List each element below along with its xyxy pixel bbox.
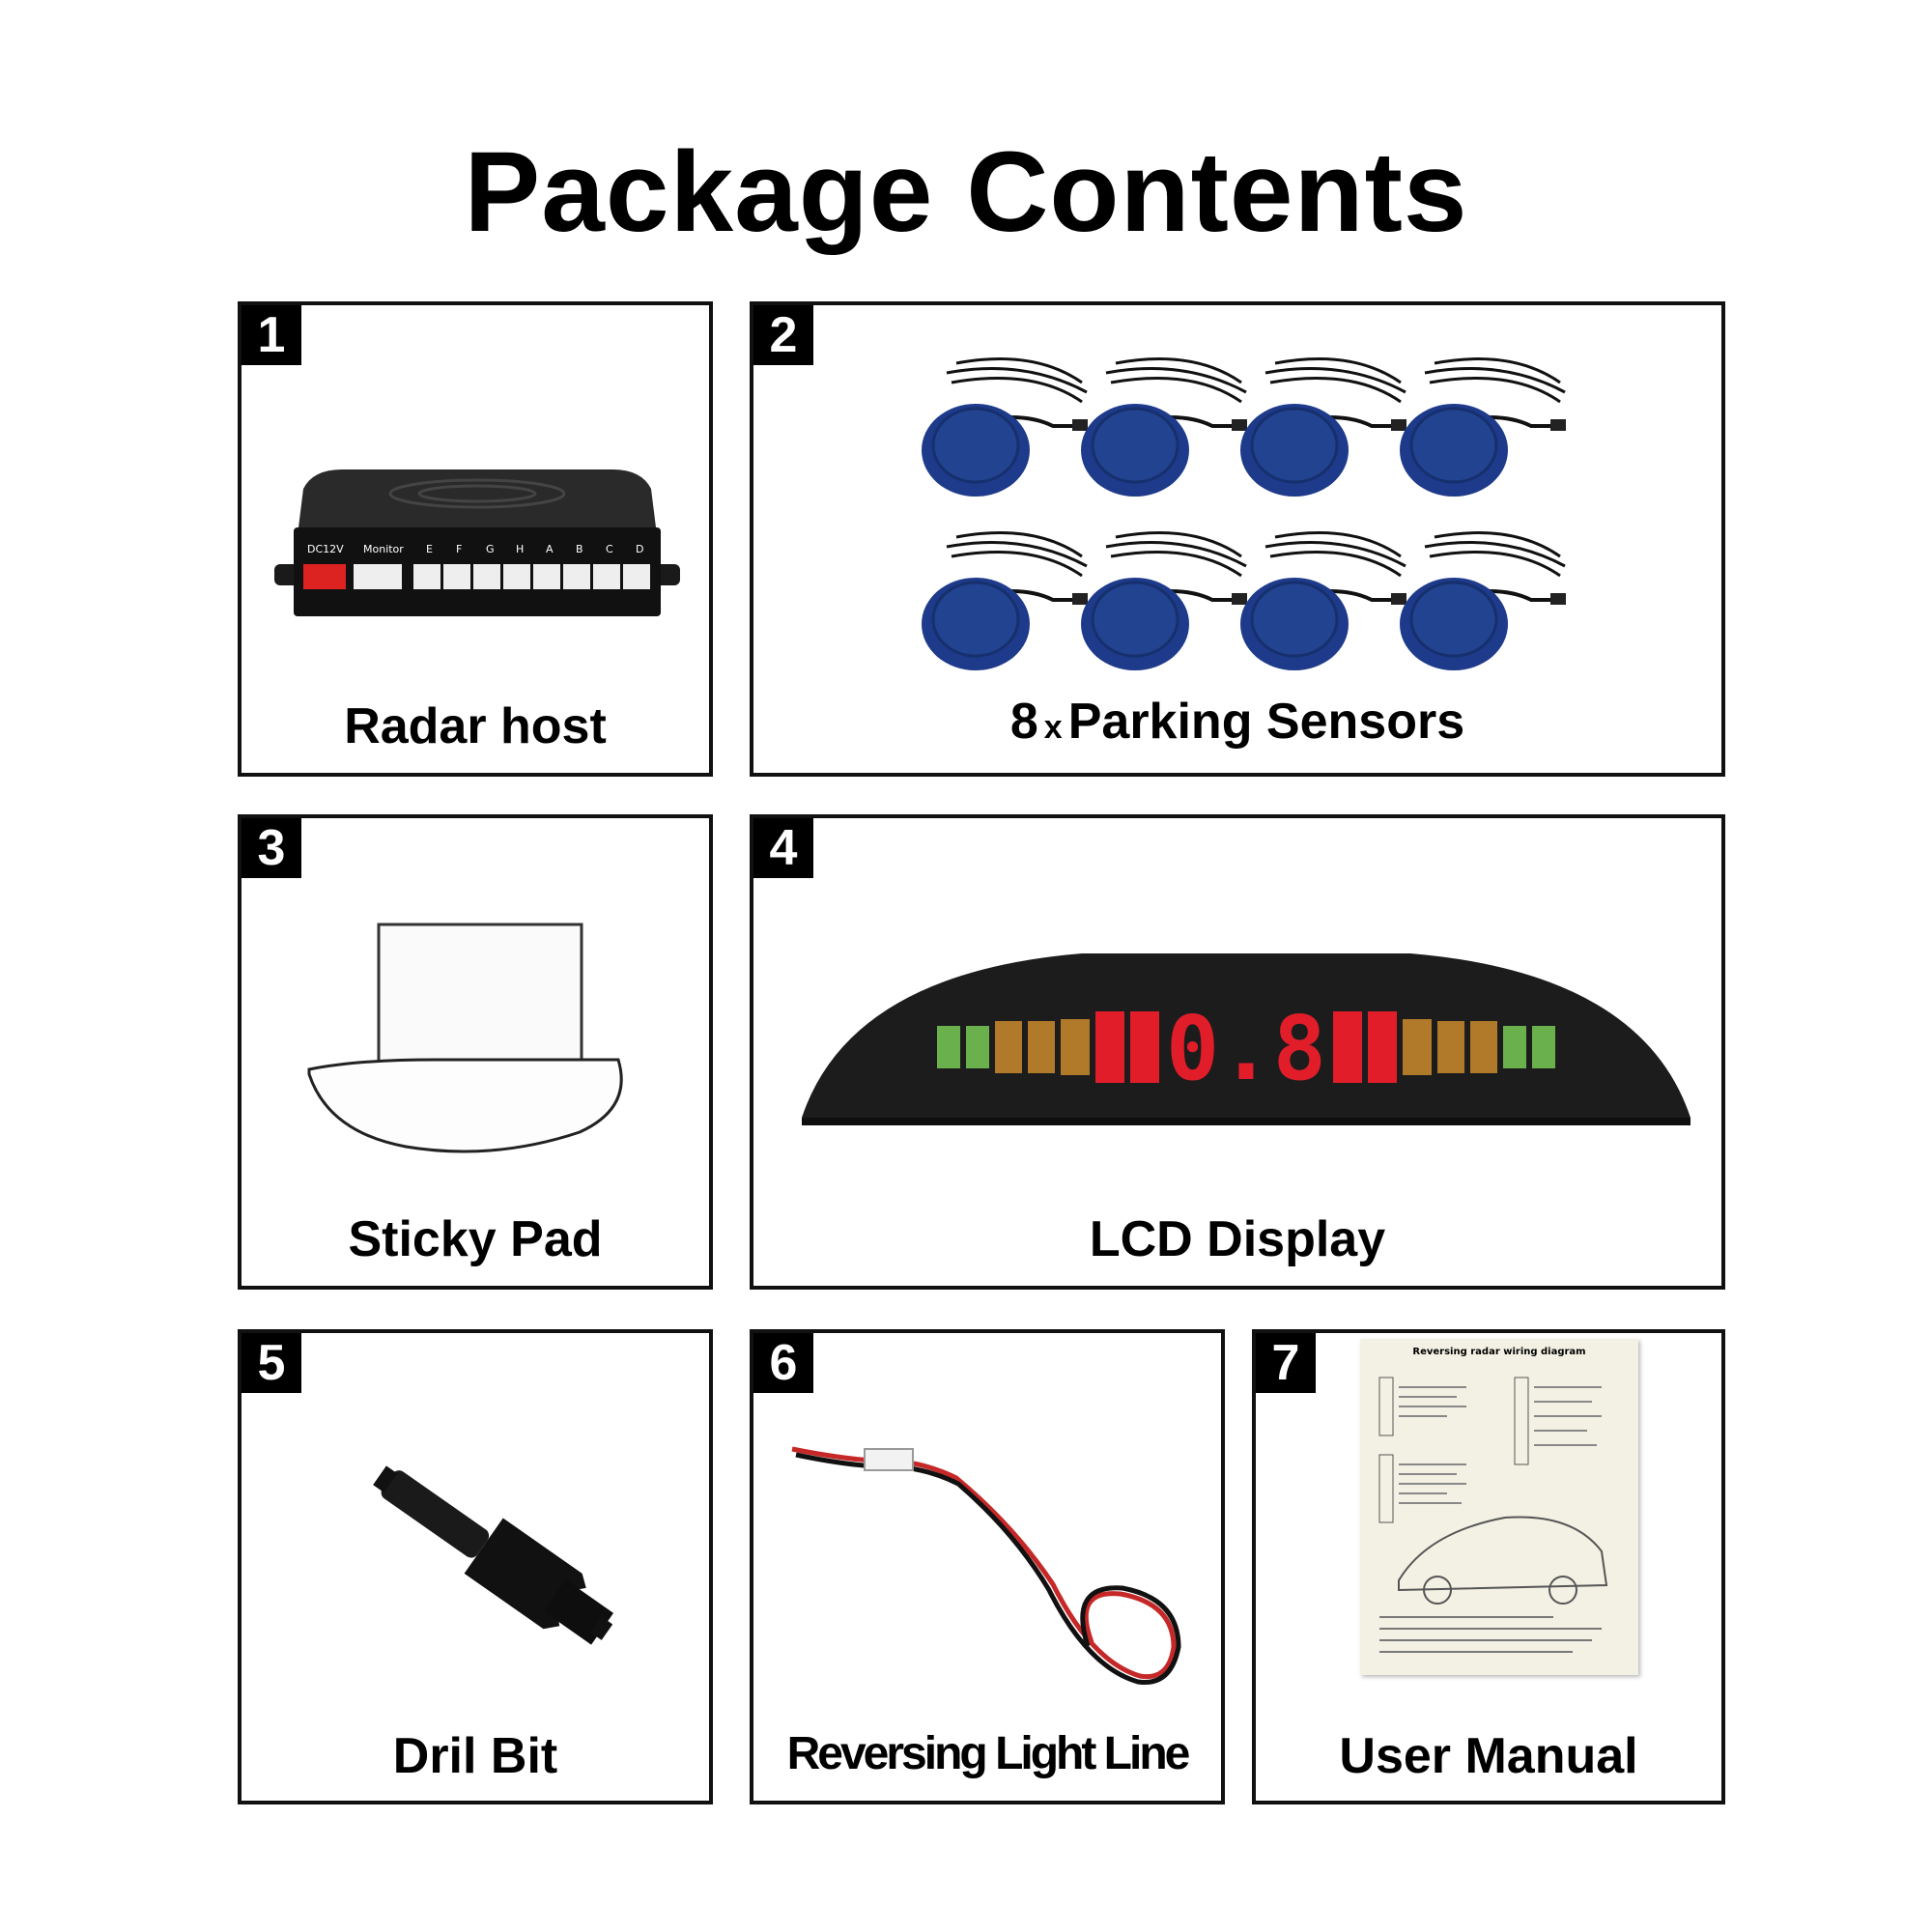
item-number: 1: [242, 305, 301, 365]
item-label: Dril Bit: [392, 1728, 558, 1784]
item-card-lcd-display: 4 0.8 LCD Display: [750, 814, 1725, 1290]
cable-icon: [791, 1446, 1181, 1686]
port-label-a: A: [546, 543, 554, 555]
port-label-dc12v: DC12V: [307, 543, 344, 555]
item-card-reversing-light-line: 6 Reversing Light Line: [750, 1329, 1225, 1804]
sensor-count: 8: [1009, 694, 1038, 750]
item-number: 2: [753, 305, 813, 365]
distance-bars-right: [1333, 1011, 1555, 1083]
port-label-d: D: [636, 543, 643, 555]
item-number: 3: [242, 818, 301, 878]
sensor-label: Parking Sensors: [1067, 694, 1465, 750]
sticky-pad-icon: [307, 923, 623, 1153]
parking-sensor-icon: [920, 356, 1568, 672]
port-label-e: E: [426, 543, 433, 555]
item-label: Reversing Light Line: [786, 1728, 1191, 1779]
item-label: User Manual: [1339, 1728, 1638, 1784]
port-label-monitor: Monitor: [363, 543, 404, 555]
item-card-radar-host: 1 DC12V Monitor E F G H A B C D Radar ho…: [238, 301, 713, 777]
manual-heading: Reversing radar wiring diagram: [1412, 1347, 1586, 1357]
port-label-h: H: [516, 543, 524, 555]
port-label-g: G: [486, 543, 495, 555]
lcd-display-icon: 0.8: [802, 953, 1690, 1125]
item-number: 4: [753, 818, 813, 878]
radar-host-icon: DC12V Monitor E F G H A B C D: [274, 469, 680, 616]
distance-reading: 0.8: [1166, 997, 1326, 1100]
item-number: 5: [242, 1333, 301, 1393]
drill-bit-icon: [373, 1465, 614, 1645]
multiply-sign: x: [1043, 709, 1063, 746]
port-label-c: C: [606, 543, 613, 555]
item-label: LCD Display: [1089, 1211, 1386, 1267]
distance-bars-left: [937, 1011, 1159, 1083]
item-card-drill-bit: 5 Dril Bit: [238, 1329, 713, 1804]
item-number: 6: [753, 1333, 813, 1393]
port-label-b: B: [576, 543, 583, 555]
item-card-sticky-pad: 3 Sticky Pad: [238, 814, 713, 1290]
port-label-f: F: [456, 543, 462, 555]
item-label: Radar host: [344, 698, 607, 754]
item-number: 7: [1256, 1333, 1316, 1393]
page-title: Package Contents: [464, 128, 1468, 256]
item-card-user-manual: 7 Reversing radar wiring diagram User Ma…: [1252, 1329, 1725, 1804]
item-label: Sticky Pad: [348, 1211, 603, 1267]
user-manual-icon: Reversing radar wiring diagram: [1360, 1339, 1638, 1675]
